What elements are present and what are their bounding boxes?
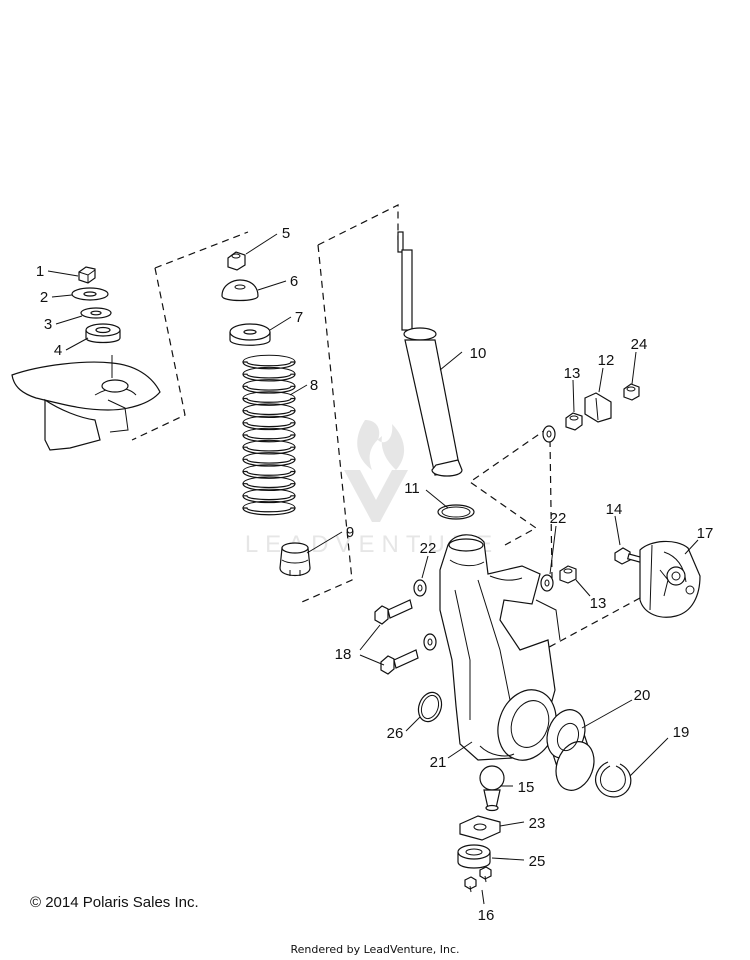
spring-coil-back xyxy=(242,464,296,472)
callout-26: 26 xyxy=(387,725,404,742)
callout-2: 2 xyxy=(40,289,48,306)
spring-coil-front xyxy=(242,458,296,467)
spring-coil-front xyxy=(242,446,296,455)
callout-22-right: 22 xyxy=(550,510,567,527)
spring-coil-back xyxy=(242,354,296,363)
spring-coil-front xyxy=(242,470,296,479)
callout-8: 8 xyxy=(310,377,318,394)
spring-coil-back xyxy=(242,427,296,436)
spring-coil-back xyxy=(242,379,296,387)
part-22-washer-left-top xyxy=(413,579,427,597)
dashed-boundary-top-mount xyxy=(131,231,249,441)
spring-coil-front xyxy=(242,483,296,491)
callout-5: 5 xyxy=(282,225,290,242)
callout-17: 17 xyxy=(697,525,714,542)
callout-4: 4 xyxy=(54,342,62,359)
callout-13-lower: 13 xyxy=(590,595,607,612)
part-24-nut xyxy=(623,383,640,401)
part-15-ball-joint xyxy=(479,765,505,812)
callout-21: 21 xyxy=(430,754,447,771)
part-14-bolt xyxy=(614,547,644,565)
spring-coil-front xyxy=(242,397,296,406)
part-10-shock-absorber xyxy=(397,231,463,477)
spring-coil-front xyxy=(242,434,296,443)
part-19-snap-ring xyxy=(595,761,632,798)
callout-19: 19 xyxy=(673,724,690,741)
part-3-washer xyxy=(80,307,112,319)
part-1-nut xyxy=(78,266,96,284)
rendered-by-footer: Rendered by LeadVenture, Inc. xyxy=(290,943,460,956)
part-16-screws xyxy=(464,866,492,893)
part-17-brake-caliper xyxy=(639,540,701,618)
part-22-washer-right-bottom xyxy=(540,574,554,592)
part-5-nut xyxy=(227,251,246,271)
callout-13-upper: 13 xyxy=(564,365,581,382)
spring-coil-front xyxy=(242,373,296,382)
callout-12: 12 xyxy=(598,352,615,369)
spring-coil-back xyxy=(242,367,296,375)
dashed-line-caliper xyxy=(539,597,641,653)
callout-22-left: 22 xyxy=(420,540,437,557)
spring-coil-back xyxy=(242,440,296,448)
callout-16: 16 xyxy=(478,907,495,924)
part-7-spring-seat xyxy=(229,323,271,346)
part-6-spring-seat xyxy=(221,279,259,302)
callout-23: 23 xyxy=(529,815,546,832)
dashed-boundary-strut xyxy=(301,204,399,603)
callout-11: 11 xyxy=(404,480,420,497)
spring-coil-back xyxy=(242,476,296,484)
part-20-wheel-bearing xyxy=(546,709,595,791)
copyright-text: © 2014 Polaris Sales Inc. xyxy=(30,894,199,911)
dashed-boundary-knuckle xyxy=(468,427,549,546)
spring-coil-back xyxy=(242,403,296,411)
spring-coil-front xyxy=(242,422,296,431)
callout-18: 18 xyxy=(335,646,352,663)
callout-14: 14 xyxy=(606,501,623,518)
part-13-nut-upper xyxy=(565,412,583,431)
part-9-bump-stop xyxy=(279,542,311,577)
spring-coil-front xyxy=(242,495,296,504)
callout-1: 1 xyxy=(36,263,44,280)
part-18-bolt-upper xyxy=(374,599,413,625)
leader-lines xyxy=(47,233,699,905)
callout-6: 6 xyxy=(290,273,298,290)
callout-24: 24 xyxy=(631,336,648,353)
callout-9: 9 xyxy=(346,524,354,541)
frame-bracket xyxy=(11,355,161,451)
part-22-washer-left-bottom xyxy=(423,633,437,651)
part-25-housing xyxy=(457,844,491,869)
part-22-washer-right-top xyxy=(542,425,556,443)
part-18-bolt-lower xyxy=(380,649,419,675)
callout-7: 7 xyxy=(295,309,303,326)
callout-20: 20 xyxy=(634,687,651,704)
spring-coil-front xyxy=(242,410,296,418)
callout-25: 25 xyxy=(529,853,546,870)
callout-15: 15 xyxy=(518,779,535,796)
spring-coil-back xyxy=(242,452,296,460)
part-12-clip xyxy=(584,392,612,423)
part-26-o-ring xyxy=(417,691,443,723)
part-23-plate xyxy=(459,815,501,841)
spring-coil-back xyxy=(242,488,296,497)
spring-coil-back xyxy=(242,500,296,509)
part-13-nut-lower xyxy=(559,565,577,584)
part-8-coil-spring xyxy=(242,354,296,516)
callout-10: 10 xyxy=(470,345,487,362)
spring-coil-front xyxy=(242,507,296,516)
part-4-bushing xyxy=(85,323,121,344)
spring-coil-back xyxy=(242,391,296,399)
part-21-steering-knuckle xyxy=(439,534,561,761)
spring-coil-back xyxy=(242,415,296,424)
spring-coil-front xyxy=(242,361,296,370)
callout-3: 3 xyxy=(44,316,52,333)
part-2-washer xyxy=(71,287,109,301)
callout-labels: 1 2 3 4 5 6 7 8 9 10 11 12 13 13 14 15 1… xyxy=(36,225,714,924)
spring-coil-front xyxy=(242,385,296,394)
part-11-o-ring xyxy=(437,504,475,520)
